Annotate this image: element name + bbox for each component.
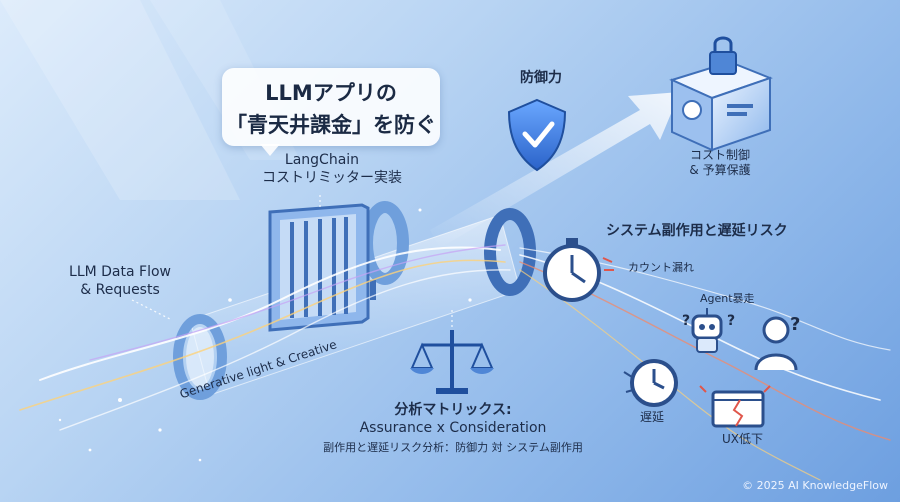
agent-runaway-label: Agent暴走	[700, 292, 755, 305]
cost-control-label: コスト制御 & 予算保護	[670, 148, 770, 178]
defense-label: 防御力	[520, 70, 562, 86]
stopwatch-icon	[543, 238, 614, 302]
delay-label: 遅延	[640, 410, 665, 424]
growth-arrow	[430, 92, 680, 248]
confused-user-icon: ?	[754, 314, 800, 371]
data-flow-label-line-2: & Requests	[80, 281, 160, 298]
svg-text:?: ?	[790, 314, 800, 335]
cost-control-label-line-1: コスト制御	[689, 148, 750, 162]
robot-agent-icon: ? ?	[682, 308, 735, 353]
data-flow-label-line-1: LLM Data Flow	[69, 264, 171, 280]
cost-control-label-line-2: & 予算保護	[689, 163, 751, 177]
title-callout-tail	[260, 144, 280, 156]
count-leak-label: カウント漏れ	[628, 261, 694, 274]
langchain-label-line-2: コストリミッター実装	[262, 169, 402, 186]
svg-text:?: ?	[682, 313, 690, 329]
svg-text:?: ?	[727, 313, 735, 329]
pipe-inlet-ring	[173, 314, 227, 400]
ux-degradation-label: UX低下	[722, 432, 764, 446]
matrix-label-line-1: 分析マトリックス:	[394, 402, 512, 418]
balance-scale-icon	[410, 330, 494, 394]
matrix-label: 分析マトリックス: Assurance x Consideration 副作用と…	[318, 402, 588, 455]
shield-check-icon	[507, 98, 567, 172]
sparkles	[58, 208, 472, 462]
clock-icon	[623, 359, 678, 407]
cost-limiter-gate-icon	[268, 203, 376, 332]
copyright-notice: © 2025 AI KnowledgeFlow	[742, 479, 888, 492]
data-flow-label: LLM Data Flow & Requests	[60, 264, 180, 299]
title-line-1: LLMアプリの	[265, 81, 397, 105]
pipe-outlet-ring	[484, 208, 536, 296]
matrix-label-line-3: 副作用と遅延リスク分析：防御力 対 システム副作用	[323, 441, 583, 454]
langchain-label: LangChain コストリミッター実装	[262, 152, 402, 187]
matrix-label-line-2: Assurance x Consideration	[359, 419, 547, 436]
title-callout: LLMアプリの 「青天井課金」を防ぐ	[222, 68, 440, 146]
callout-lines	[131, 195, 453, 330]
risk-label: システム副作用と遅延リスク	[606, 223, 788, 239]
langchain-label-line-1: LangChain	[284, 152, 360, 168]
locked-budget-box-icon	[669, 36, 773, 152]
broken-window-icon	[699, 385, 771, 428]
title-line-2: 「青天井課金」を防ぐ	[226, 113, 436, 137]
